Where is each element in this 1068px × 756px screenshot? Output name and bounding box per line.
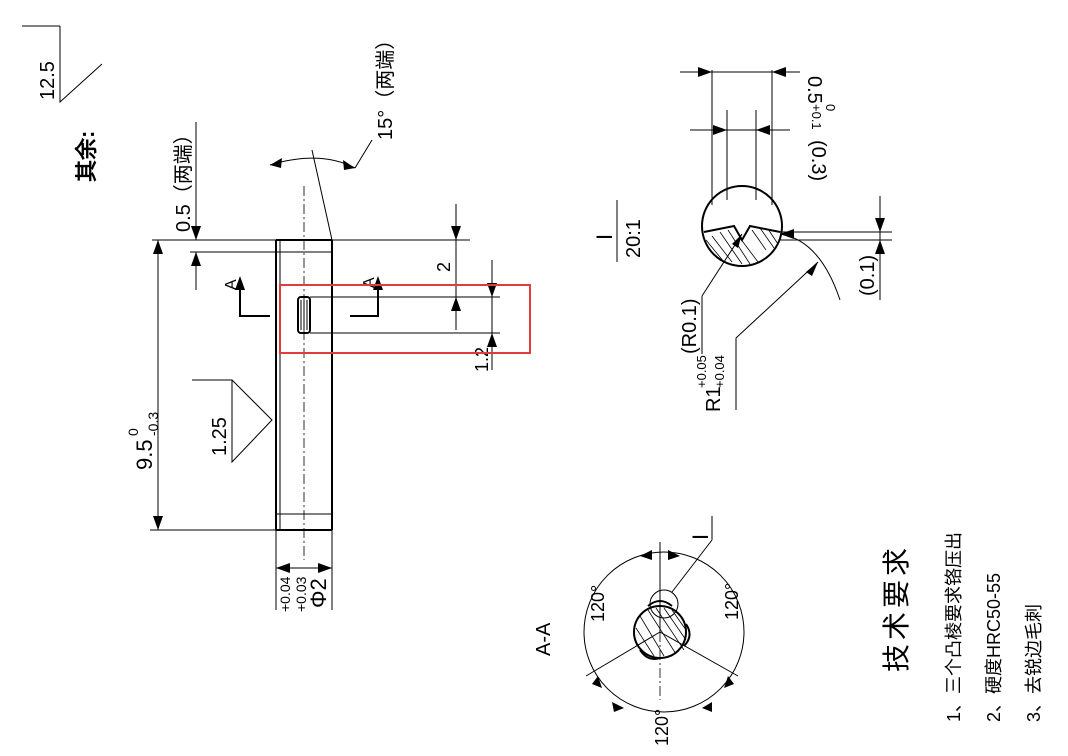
detail-scale: 20:1 — [623, 219, 645, 258]
tech-title: 技术要求 — [881, 544, 912, 672]
angle-15-text: 15°（两端） — [374, 30, 397, 140]
pin-main-view — [269, 139, 373, 560]
length-tol-upper: 0 — [125, 428, 141, 436]
highlight-box — [279, 284, 531, 354]
chamfer-dimension: 0.5（两端） — [152, 122, 276, 290]
detail-label: I — [592, 234, 617, 240]
diameter-dimension: Φ2 +0.04 +0.03 — [275, 530, 333, 612]
width-05-tol-lower: 0 — [823, 104, 838, 111]
angle-120-right: 120° — [722, 583, 742, 620]
section-title: A-A — [533, 622, 555, 656]
length-tol-lower: -0.3 — [145, 412, 161, 436]
local-roughness-value: 1.25 — [209, 417, 231, 456]
diameter-tol-lower: +0.03 — [293, 576, 309, 612]
section-a-markers: A A — [223, 276, 383, 317]
width-05-text: 0.5 — [803, 76, 825, 104]
local-roughness-symbol: 1.25 — [192, 379, 273, 464]
detail-view-i: I 20:1 0.5 +0.1 0 (0.3) — [592, 67, 892, 412]
angle-120-top: 120° — [588, 585, 608, 622]
tech-item-3: 3、去锐边毛刺 — [1024, 604, 1044, 722]
dim-2-text: 2 — [434, 262, 454, 272]
section-a-a: A-A 120° 120° 120° — [533, 516, 745, 746]
radius-r1-text: R1 — [703, 386, 725, 412]
technical-requirements: 技术要求 1、三个凸棱要求铬压出 2、硬度HRC50-55 3、去锐边毛刺 — [881, 532, 1044, 722]
section-mark-a-left: A — [223, 279, 240, 290]
radius-r01-text: (R0.1) — [679, 298, 701, 354]
section-mark-a-right: A — [361, 277, 378, 288]
chamfer-text: 0.5（两端） — [172, 124, 195, 232]
dim-03-text: (0.3) — [807, 140, 829, 181]
angle-120-bottom: 120° — [652, 709, 672, 746]
diameter-tol-upper: +0.04 — [277, 576, 293, 612]
general-roughness-symbol: 12.5 其余: — [22, 25, 103, 182]
radius-r1-tol-upper: +0.05 — [694, 355, 709, 388]
width-05-tol-upper: +0.1 — [809, 104, 824, 130]
length-main-text: 9.5 — [132, 439, 157, 470]
length-dimension: 9.5 0 -0.3 — [125, 240, 276, 531]
slot-dimensions: 2 1.2 — [310, 204, 500, 372]
general-roughness-value: 12.5 — [37, 61, 59, 100]
tech-item-2: 2、硬度HRC50-55 — [984, 573, 1004, 722]
section-detail-mark: I — [688, 534, 713, 540]
rest-label: 其余: — [74, 131, 99, 182]
dim-12-text: 1.2 — [472, 347, 492, 372]
diameter-text: Φ2 — [306, 578, 331, 608]
tech-item-1: 1、三个凸棱要求铬压出 — [944, 532, 964, 722]
radius-r1-tol-lower: +0.04 — [712, 355, 727, 388]
dim-01-text: (0.1) — [857, 255, 879, 296]
